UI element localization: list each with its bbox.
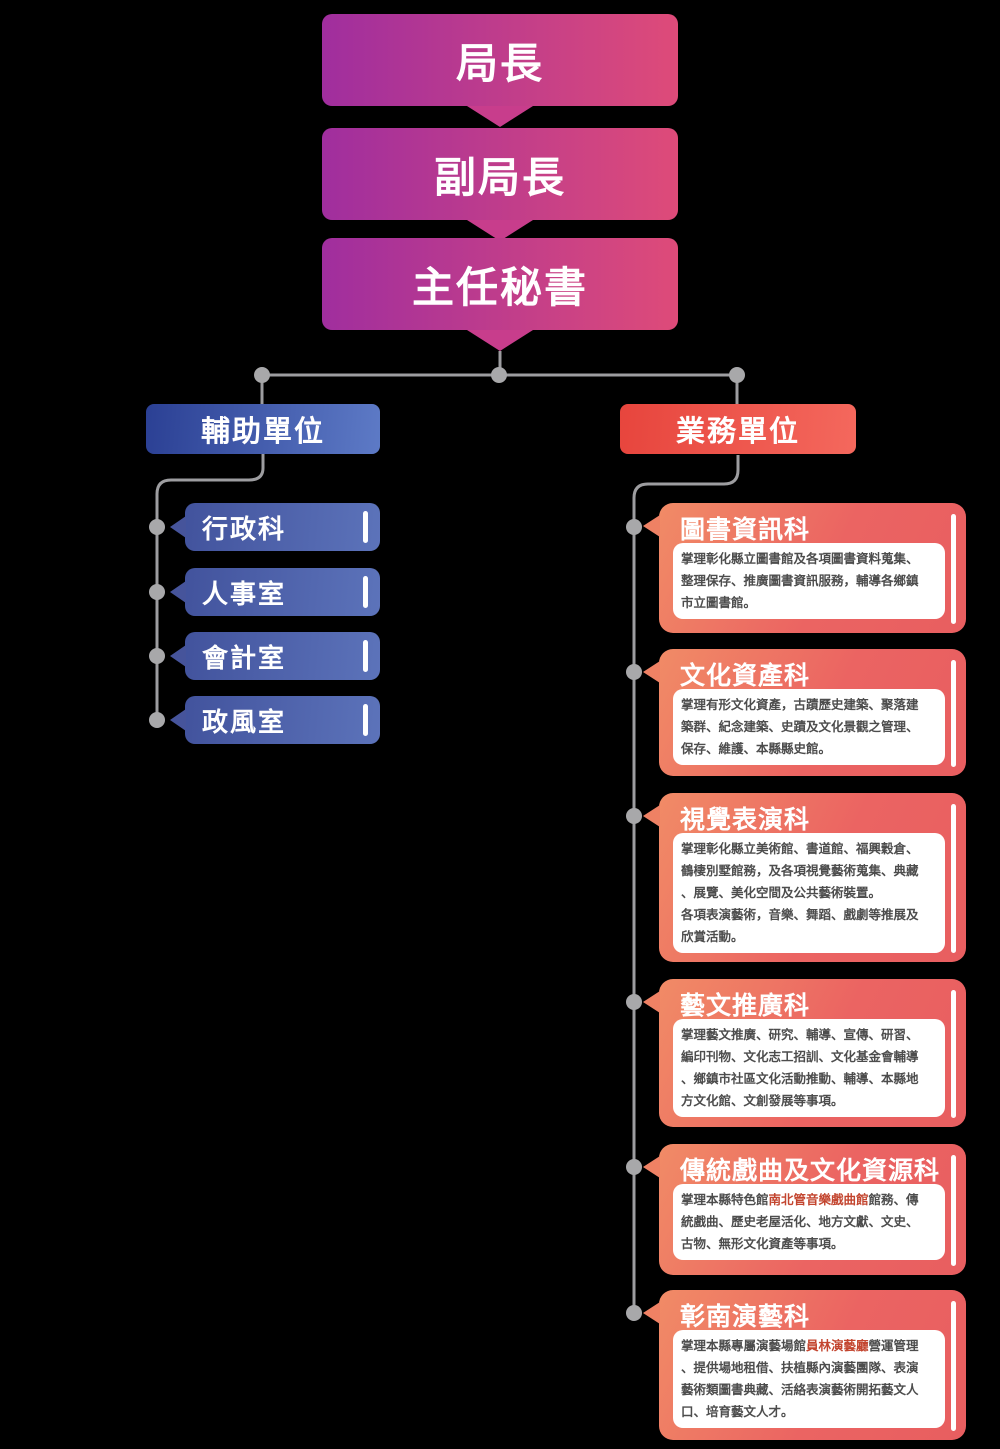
deputy-director-box: 副局長 (322, 128, 678, 220)
left-tail-icon (170, 581, 186, 603)
left-tail-icon (643, 661, 660, 683)
section-description: 掌理彰化縣立美術館、書道館、福興穀倉、 鶴棲別墅館務，及各項視覺藝術蒐集、典藏 … (673, 833, 945, 953)
section-title: 藝文推廣科 (680, 992, 811, 1020)
section-description: 掌理本縣特色館南北管音樂戲曲館館務、傳 統戲曲、歷史老屋活化、地方文獻、文史、 … (673, 1184, 945, 1260)
section-description: 掌理彰化縣立圖書館及各項圖書資料蒐集、 整理保存、推廣圖書資訊服務，輔導各鄉鎮 … (673, 543, 945, 619)
chief-secretary-box: 主任秘書 (322, 238, 678, 330)
business-units-label: 業務單位 (675, 416, 800, 448)
section-library-information[interactable]: 圖書資訊科 掌理彰化縣立圖書館及各項圖書資料蒐集、 整理保存、推廣圖書資訊服務，… (643, 503, 966, 633)
section-visual-performing-arts[interactable]: 視覺表演科 掌理彰化縣立美術館、書道館、福興穀倉、 鶴棲別墅館務，及各項視覺藝術… (643, 793, 966, 962)
unit-accounting[interactable]: 會計室 (170, 632, 380, 680)
accent-bar (951, 514, 956, 624)
section-description: 掌理有形文化資產，古蹟歷史建築、聚落建 築群、紀念建築、史蹟及文化景觀之管理、 … (673, 689, 945, 765)
section-description: 掌理本縣專屬演藝場館員林演藝廳營運管理 、提供場地租借、扶植縣內演藝團隊、表演 … (673, 1330, 945, 1428)
left-tail-icon (643, 991, 660, 1013)
unit-label: 政風室 (202, 706, 287, 737)
section-arts-promotion[interactable]: 藝文推廣科 掌理藝文推廣、研究、輔導、宣傳、研習、 編印刊物、文化志工招訓、文化… (643, 979, 966, 1127)
section-description: 掌理藝文推廣、研究、輔導、宣傳、研習、 編印刊物、文化志工招訓、文化基金會輔導 … (673, 1019, 945, 1117)
section-zhangnan-performing-arts[interactable]: 彰南演藝科 掌理本縣專屬演藝場館員林演藝廳營運管理 、提供場地租借、扶植縣內演藝… (643, 1290, 966, 1440)
accent-bar (363, 640, 368, 672)
left-tail-icon (643, 1302, 660, 1324)
section-traditional-opera-cultural-resources[interactable]: 傳統戲曲及文化資源科 掌理本縣特色館南北管音樂戲曲館館務、傳 統戲曲、歷史老屋活… (643, 1144, 966, 1275)
accent-bar (951, 990, 956, 1118)
accent-bar (951, 1155, 956, 1266)
accent-bar (951, 660, 956, 767)
accent-bar (363, 704, 368, 736)
support-units-label: 輔助單位 (200, 416, 325, 448)
business-units-header: 業務單位 (620, 404, 856, 454)
deputy-director-label: 副局長 (433, 153, 566, 201)
director-box: 局長 (322, 14, 678, 106)
left-tail-icon (643, 805, 660, 827)
director-label: 局長 (455, 39, 544, 87)
support-units-header: 輔助單位 (146, 404, 380, 454)
unit-administration[interactable]: 行政科 (170, 503, 380, 551)
section-title: 彰南演藝科 (680, 1303, 811, 1331)
chief-secretary-label: 主任秘書 (411, 263, 588, 311)
unit-ethics[interactable]: 政風室 (170, 696, 380, 744)
unit-label: 行政科 (202, 513, 287, 544)
left-tail-icon (170, 516, 186, 538)
unit-personnel[interactable]: 人事室 (170, 568, 380, 616)
arrow-down-icon (467, 330, 533, 351)
section-title: 圖書資訊科 (680, 516, 811, 544)
arrow-down-icon (467, 220, 533, 241)
unit-label: 人事室 (202, 578, 287, 609)
left-tail-icon (170, 709, 186, 731)
left-tail-icon (643, 1156, 660, 1178)
section-title: 傳統戲曲及文化資源科 (680, 1157, 941, 1185)
accent-bar (951, 1301, 956, 1431)
left-tail-icon (643, 515, 660, 537)
arrow-down-icon (467, 106, 533, 127)
accent-bar (363, 511, 368, 543)
left-tail-icon (170, 645, 186, 667)
unit-label: 會計室 (202, 642, 287, 673)
accent-bar (951, 804, 956, 953)
section-cultural-assets[interactable]: 文化資產科 掌理有形文化資產，古蹟歷史建築、聚落建 築群、紀念建築、史蹟及文化景… (643, 649, 966, 776)
section-title: 文化資產科 (680, 662, 811, 690)
accent-bar (363, 576, 368, 608)
section-title: 視覺表演科 (680, 806, 811, 834)
